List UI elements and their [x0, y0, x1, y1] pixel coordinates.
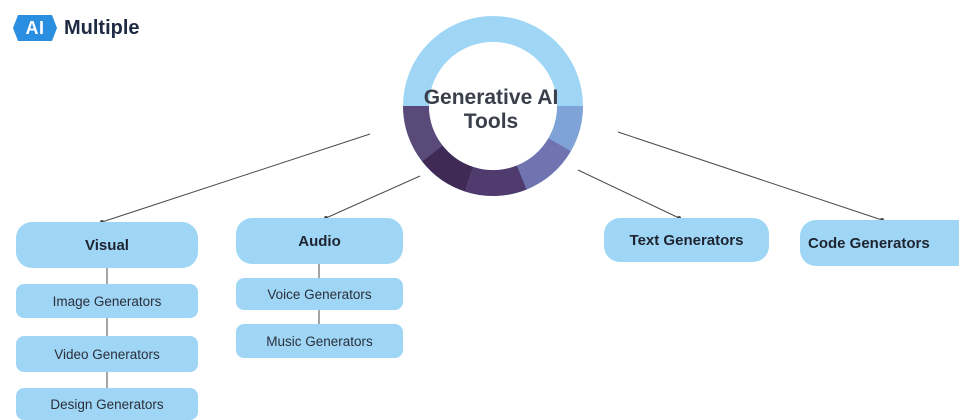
ring-segment — [516, 137, 571, 190]
connector-text — [577, 169, 680, 219]
logo-wordmark: Multiple — [64, 16, 140, 39]
connector-visual — [101, 133, 371, 223]
category-code-generators[interactable]: Code Generators — [800, 220, 959, 266]
category-visual[interactable]: Visual — [16, 222, 198, 268]
ring-segment — [548, 105, 583, 151]
ring-segment — [465, 165, 527, 196]
node-music-generators[interactable]: Music Generators — [236, 324, 403, 358]
node-image-generators[interactable]: Image Generators — [16, 284, 198, 318]
connector-audio — [325, 175, 421, 219]
logo-badge: AI — [12, 13, 58, 43]
center-title-line2: Tools — [463, 110, 519, 133]
ring-segment — [422, 145, 474, 192]
center-title-line1: Generative AI — [423, 86, 559, 109]
category-audio[interactable]: Audio — [236, 218, 403, 264]
category-text-generators[interactable]: Text Generators — [604, 218, 769, 262]
node-video-generators[interactable]: Video Generators — [16, 336, 198, 372]
logo-badge-shape — [13, 15, 57, 41]
node-voice-generators[interactable]: Voice Generators — [236, 278, 403, 310]
brand-logo[interactable]: AI Multiple — [12, 12, 140, 44]
connector-code — [617, 131, 883, 221]
logo-badge-text: AI — [25, 18, 45, 38]
center-title: Generative AI Tools — [385, 86, 597, 134]
ring-segment — [403, 105, 443, 162]
center-ring — [403, 16, 583, 196]
node-design-generators[interactable]: Design Generators — [16, 388, 198, 420]
